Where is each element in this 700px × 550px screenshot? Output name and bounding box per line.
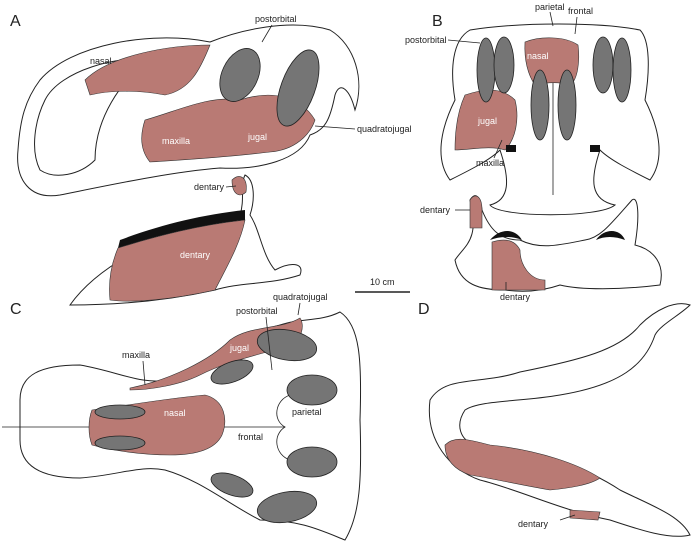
label-b-parietal: parietal	[535, 2, 565, 12]
label-b-postorbital: postorbital	[405, 35, 447, 45]
panel-b-letter: B	[432, 13, 443, 30]
panel-b-dentary-upper	[469, 195, 483, 229]
panel-d-letter: D	[418, 301, 430, 318]
panel-b-fenestra-3	[530, 69, 550, 141]
panel-a-nasal-bone	[84, 44, 211, 96]
panel-b-jaw-tooth-right	[596, 231, 625, 240]
label-d-dentary: dentary	[510, 432, 541, 442]
panel-c-fenestra-8	[256, 490, 318, 524]
panel-d-dentary-tip	[569, 509, 601, 521]
panel-a-letter: A	[10, 13, 21, 30]
panel-b-dentary-lower	[491, 239, 546, 291]
panel-a-orbit-fenestra	[219, 48, 261, 102]
label-d-dentary-callout: dentary	[518, 519, 549, 529]
panel-b-fenestra-4	[557, 69, 577, 141]
panel-c-fenestra-3	[210, 359, 254, 385]
scale-bar-label: 10 cm	[370, 277, 395, 287]
panel-c-fenestra-2	[94, 435, 146, 451]
label-a-dentary-callout: dentary	[194, 182, 225, 192]
label-b-nasal: nasal	[527, 51, 549, 61]
panel-c: C maxilla postorbital quadratojugal juga…	[2, 292, 362, 541]
label-c-nasal: nasal	[164, 408, 186, 418]
panel-b-fenestra-2	[493, 36, 515, 94]
label-b-maxilla: maxilla	[476, 158, 504, 168]
label-a-dentary: dentary	[180, 250, 211, 260]
label-b-dentary-upper: dentary	[420, 205, 451, 215]
panel-c-fenestra-5	[286, 374, 338, 406]
panel-d: D dentary dentary	[418, 301, 691, 537]
label-a-jugal: jugal	[247, 132, 267, 142]
panel-c-letter: C	[10, 301, 22, 318]
panel-a-maxilla-jugal-bone	[141, 94, 316, 163]
panel-b-tooth-left	[506, 145, 516, 152]
label-b-frontal: frontal	[568, 6, 593, 16]
panel-a: A nasal postorbital jugal maxilla quadra…	[10, 13, 412, 306]
scale-bar: 10 cm	[355, 277, 410, 293]
panel-c-fenestra-7	[210, 472, 254, 498]
label-a-quadratojugal: quadratojugal	[357, 124, 412, 134]
panel-a-temporal-fenestra	[276, 49, 320, 127]
label-c-parietal: parietal	[292, 407, 322, 417]
panel-a-dentary-process	[231, 176, 247, 196]
panel-a-orbit-outline	[34, 58, 152, 176]
panel-a-dentary-bone	[109, 219, 246, 302]
label-b-jugal: jugal	[477, 116, 497, 126]
panel-b-fenestra-1	[476, 37, 496, 103]
panel-b-tooth-right	[590, 145, 600, 152]
panel-b-jaw-tooth-left	[490, 231, 522, 240]
label-c-maxilla: maxilla	[122, 350, 150, 360]
panel-c-fenestra-6	[286, 446, 338, 478]
label-c-quadratojugal: quadratojugal	[273, 292, 328, 302]
panel-b-fenestra-6	[612, 37, 632, 103]
label-c-postorbital: postorbital	[236, 306, 278, 316]
label-a-maxilla: maxilla	[162, 136, 190, 146]
label-a-nasal: nasal	[90, 56, 112, 66]
label-c-frontal: frontal	[238, 432, 263, 442]
panel-b: B parietal frontal postorbital nasal jug…	[405, 2, 662, 302]
label-a-postorbital: postorbital	[255, 14, 297, 24]
panel-c-fenestra-1	[94, 404, 146, 420]
panel-d-jaw-outline	[428, 303, 691, 537]
label-c-jugal: jugal	[229, 343, 249, 353]
panel-d-dentary-bone	[444, 438, 601, 491]
panel-b-fenestra-5	[592, 36, 614, 94]
panel-c-fenestra-4	[256, 328, 318, 362]
label-b-dentary-lower: dentary	[500, 292, 531, 302]
